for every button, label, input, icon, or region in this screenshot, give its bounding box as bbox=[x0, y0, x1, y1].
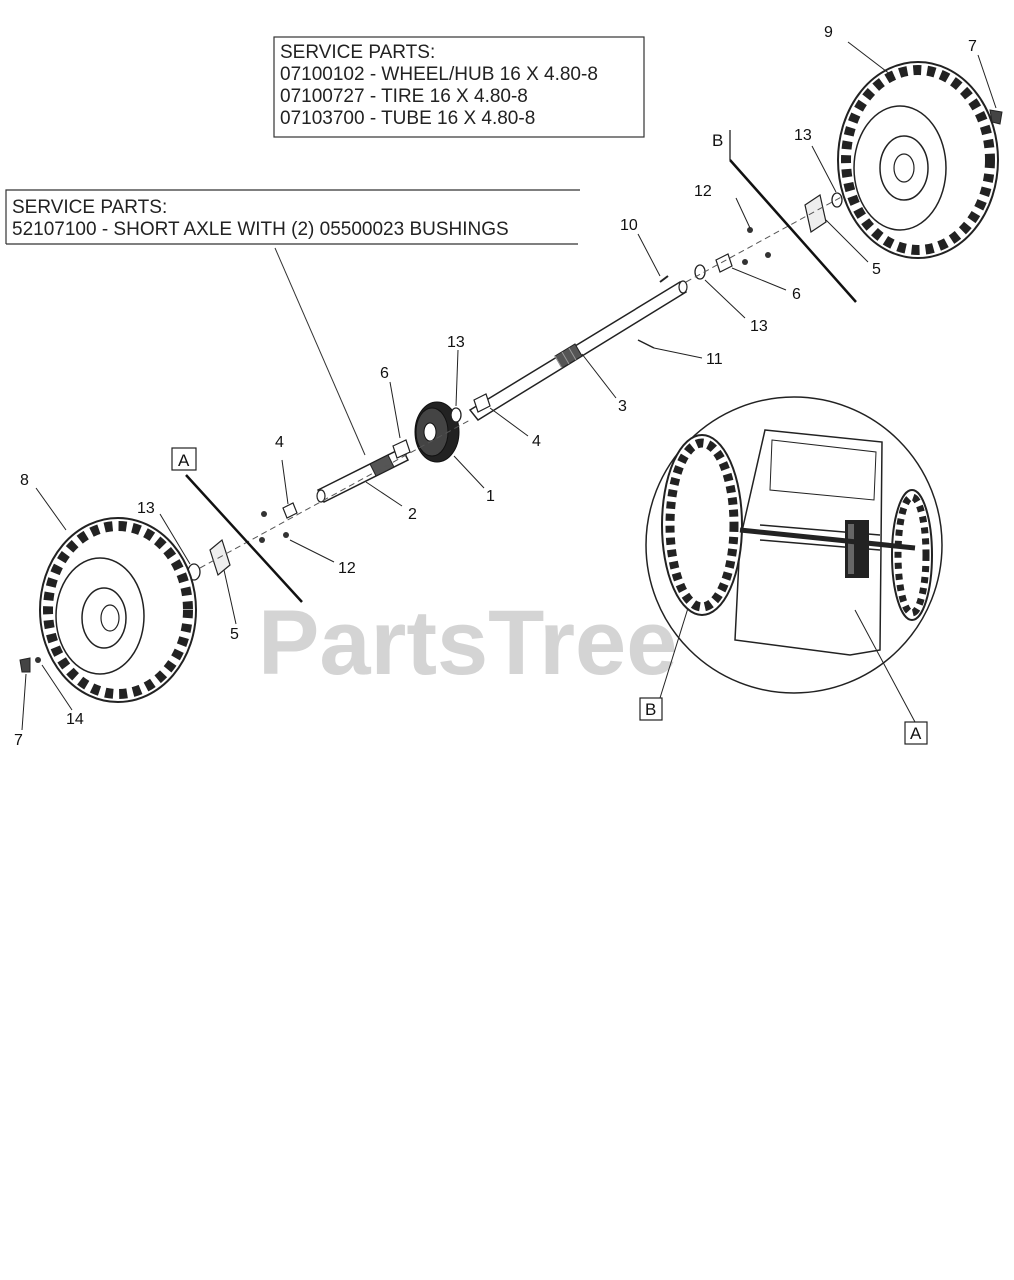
callout-5: 5 bbox=[872, 261, 881, 278]
right-wheel bbox=[837, 61, 999, 259]
washer bbox=[831, 192, 843, 208]
bushing bbox=[715, 253, 733, 273]
leader-line bbox=[825, 219, 869, 263]
callout-4: 4 bbox=[532, 433, 541, 450]
clevis-pin bbox=[637, 339, 655, 349]
center-line bbox=[199, 419, 471, 569]
leader-line bbox=[453, 455, 485, 489]
bolt bbox=[742, 259, 748, 265]
leader-line bbox=[274, 247, 366, 456]
callout-12: 12 bbox=[694, 183, 712, 200]
leader-line bbox=[637, 233, 661, 277]
bolt bbox=[765, 252, 771, 258]
service-part-line: 07103700 - TUBE 16 X 4.80-8 bbox=[280, 108, 535, 129]
leader-line bbox=[731, 267, 787, 291]
leader-line bbox=[735, 197, 751, 229]
bolt bbox=[261, 511, 267, 517]
callout-14: 14 bbox=[66, 711, 84, 728]
callout-4: 4 bbox=[275, 434, 284, 451]
leader-line bbox=[41, 664, 73, 711]
valve-stem bbox=[989, 109, 1003, 125]
callout-6: 6 bbox=[792, 286, 801, 303]
callout-13: 13 bbox=[137, 500, 155, 517]
axle-gear bbox=[414, 401, 460, 463]
valve-stem bbox=[19, 657, 31, 673]
section-line-a bbox=[185, 474, 303, 603]
callout-6: 6 bbox=[380, 365, 389, 382]
center-line bbox=[685, 194, 846, 283]
callout-9: 9 bbox=[824, 24, 833, 41]
callout-5: 5 bbox=[230, 626, 239, 643]
service-parts-box-wheel: SERVICE PARTS: 07100102 - WHEEL/HUB 16 X… bbox=[273, 36, 645, 138]
leader-line bbox=[653, 347, 703, 359]
callout-13: 13 bbox=[750, 318, 768, 335]
section-ref-b: B bbox=[712, 131, 723, 150]
service-parts-title: SERVICE PARTS: bbox=[12, 197, 167, 218]
callout-13: 13 bbox=[447, 334, 465, 351]
section-ref-a: A bbox=[178, 451, 190, 470]
callout-8: 8 bbox=[20, 472, 29, 489]
short-axle bbox=[316, 446, 410, 504]
bolt bbox=[747, 227, 753, 233]
callout-10: 10 bbox=[620, 217, 638, 234]
leader-line bbox=[21, 673, 27, 731]
hub-plate bbox=[804, 194, 827, 233]
callout-3: 3 bbox=[618, 398, 627, 415]
callout-2: 2 bbox=[408, 506, 417, 523]
leader-line bbox=[159, 513, 191, 565]
inset-ref-b: B bbox=[645, 700, 656, 719]
leader-line bbox=[811, 145, 837, 193]
bushing bbox=[282, 502, 298, 519]
leader-line bbox=[289, 539, 335, 563]
leader-line bbox=[977, 54, 997, 109]
leader-line bbox=[365, 481, 403, 507]
valve-cap bbox=[35, 657, 41, 663]
section-line-b bbox=[729, 159, 857, 303]
callout-7: 7 bbox=[968, 38, 977, 55]
callout-12: 12 bbox=[338, 560, 356, 577]
watermark: PartsTree bbox=[258, 592, 677, 694]
leader-line bbox=[489, 407, 529, 437]
leader-line bbox=[389, 381, 401, 439]
leader-line bbox=[659, 607, 689, 699]
leader-line bbox=[704, 279, 746, 319]
leader-line bbox=[847, 41, 896, 79]
callout-1: 1 bbox=[486, 488, 495, 505]
long-axle bbox=[468, 280, 688, 421]
service-parts-title: SERVICE PARTS: bbox=[280, 42, 435, 63]
pin bbox=[659, 275, 669, 283]
leader-line bbox=[455, 349, 459, 407]
bolt bbox=[259, 537, 265, 543]
leader-line bbox=[854, 609, 916, 723]
left-wheel bbox=[39, 517, 197, 703]
inset-detail bbox=[645, 396, 943, 694]
service-part-line: 07100102 - WHEEL/HUB 16 X 4.80-8 bbox=[280, 64, 598, 85]
service-part-line: 07100727 - TIRE 16 X 4.80-8 bbox=[280, 86, 528, 107]
service-part-line: 52107100 - SHORT AXLE WITH (2) 05500023 … bbox=[12, 219, 509, 240]
bushing bbox=[473, 393, 491, 413]
service-parts-box-axle: SERVICE PARTS: 52107100 - SHORT AXLE WIT… bbox=[5, 189, 580, 245]
callout-7: 7 bbox=[14, 732, 23, 749]
leader-line bbox=[281, 459, 289, 505]
inset-ref-a: A bbox=[910, 724, 922, 743]
washer bbox=[450, 407, 462, 423]
bolt bbox=[283, 532, 289, 538]
leader-line bbox=[223, 569, 237, 625]
inset-left-wheel bbox=[661, 434, 743, 616]
bushing bbox=[392, 439, 411, 459]
leader-line bbox=[581, 353, 617, 399]
callout-11: 11 bbox=[706, 351, 723, 368]
leader-line bbox=[35, 487, 67, 531]
callout-13: 13 bbox=[794, 127, 812, 144]
